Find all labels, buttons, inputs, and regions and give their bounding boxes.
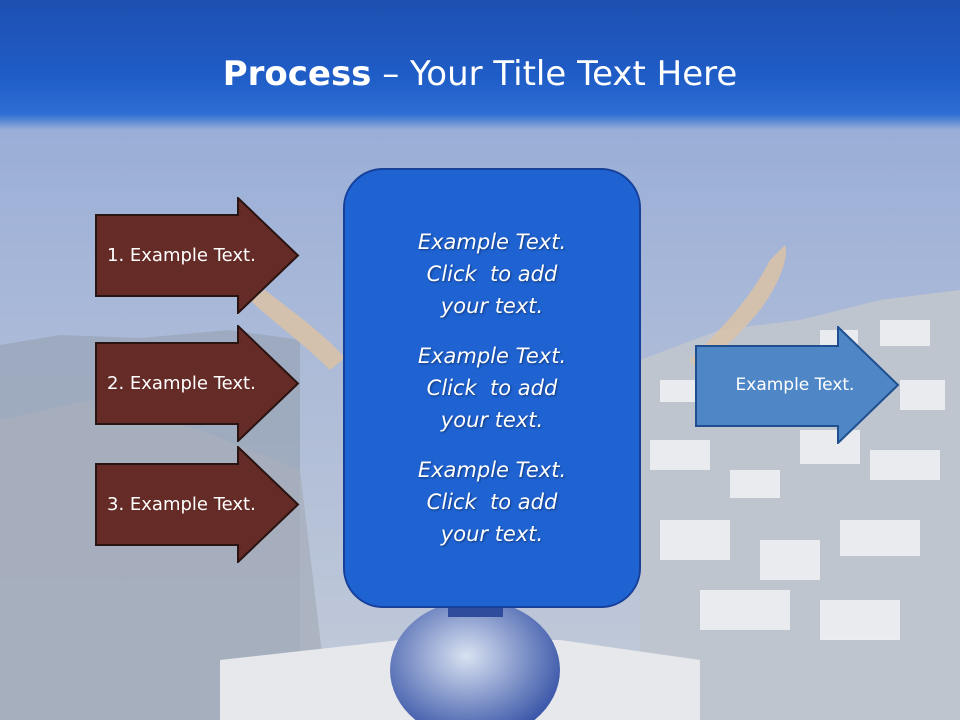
right-arrow-label: Example Text. xyxy=(735,375,855,395)
center-line: Click to add xyxy=(426,262,558,286)
right-arrow[interactable]: Example Text. xyxy=(695,326,900,444)
left-arrow-label: 3. Example Text. xyxy=(107,494,256,515)
left-arrow-3[interactable]: 3. Example Text. xyxy=(95,446,300,563)
center-text-box[interactable]: Example Text. Click to add your text. Ex… xyxy=(343,168,641,608)
center-line: Click to add xyxy=(426,490,558,514)
slide-title: Process – Your Title Text Here xyxy=(0,52,960,96)
center-line: Example Text. xyxy=(417,230,567,254)
left-arrow-1[interactable]: 1. Example Text. xyxy=(95,197,300,314)
center-text-item-1: Example Text. Click to add your text. xyxy=(418,226,566,322)
center-line: Example Text. xyxy=(417,458,567,482)
left-arrow-2[interactable]: 2. Example Text. xyxy=(95,325,300,442)
center-line: your text. xyxy=(440,408,544,432)
left-arrow-label: 2. Example Text. xyxy=(107,373,256,394)
arrow-shape xyxy=(95,197,300,314)
center-line: your text. xyxy=(440,294,544,318)
center-text-item-3: Example Text. Click to add your text. xyxy=(418,454,566,550)
center-text-item-2: Example Text. Click to add your text. xyxy=(418,340,566,436)
title-rest: – Your Title Text Here xyxy=(371,54,738,94)
center-line: your text. xyxy=(440,522,544,546)
title-bold: Process xyxy=(222,54,372,94)
arrow-shape xyxy=(95,325,300,442)
title-band xyxy=(0,0,960,130)
arrow-shape xyxy=(95,446,300,563)
center-line: Example Text. xyxy=(417,344,567,368)
arrow-shape xyxy=(695,326,900,444)
center-line: Click to add xyxy=(426,376,558,400)
left-arrow-label: 1. Example Text. xyxy=(107,245,256,266)
